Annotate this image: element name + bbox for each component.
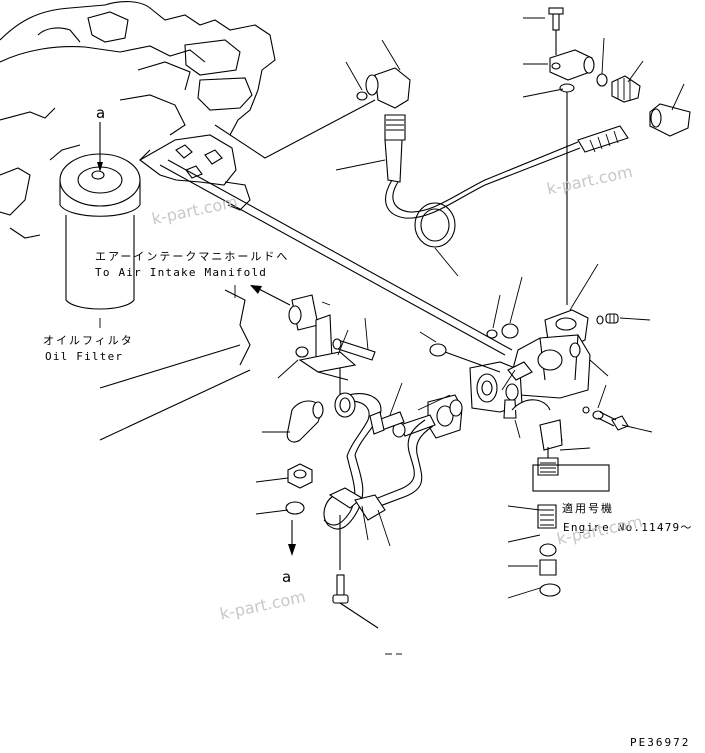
left-parts bbox=[285, 400, 324, 556]
air-intake-label-en: To Air Intake Manifold bbox=[95, 266, 268, 279]
manifold-bracket bbox=[139, 134, 251, 211]
reference-a-bottom: a bbox=[282, 568, 292, 586]
bracket-assembly bbox=[288, 294, 376, 395]
flange-pipe bbox=[359, 394, 463, 513]
valve-body bbox=[469, 309, 619, 451]
oil-filter-label-jp: オイルフィルタ bbox=[43, 334, 134, 347]
oil-filter-label-en: Oil Filter bbox=[45, 350, 124, 363]
bolt-right bbox=[597, 411, 629, 431]
engine-number-label: Engine No.11479～ bbox=[563, 521, 693, 534]
applicable-label-jp: 適用号機 bbox=[562, 502, 614, 515]
flex-hose bbox=[385, 125, 629, 248]
engine-outline bbox=[0, 1, 276, 239]
drawing-number: PE36972 bbox=[630, 736, 691, 749]
elbow-fitting-top bbox=[356, 67, 411, 183]
o-rings bbox=[429, 323, 604, 420]
oil-filter bbox=[49, 122, 151, 310]
hose-lower bbox=[323, 392, 386, 570]
spring-stack bbox=[532, 447, 610, 597]
top-right-fittings bbox=[548, 7, 691, 305]
lower-bolt bbox=[332, 574, 379, 629]
air-intake-label-jp: エアーインテークマニホールドへ bbox=[95, 250, 290, 263]
engine-lower-lines bbox=[99, 289, 251, 441]
leader-lines bbox=[255, 17, 685, 655]
reference-a-top: a bbox=[96, 104, 106, 122]
flange-bolt bbox=[369, 411, 405, 435]
